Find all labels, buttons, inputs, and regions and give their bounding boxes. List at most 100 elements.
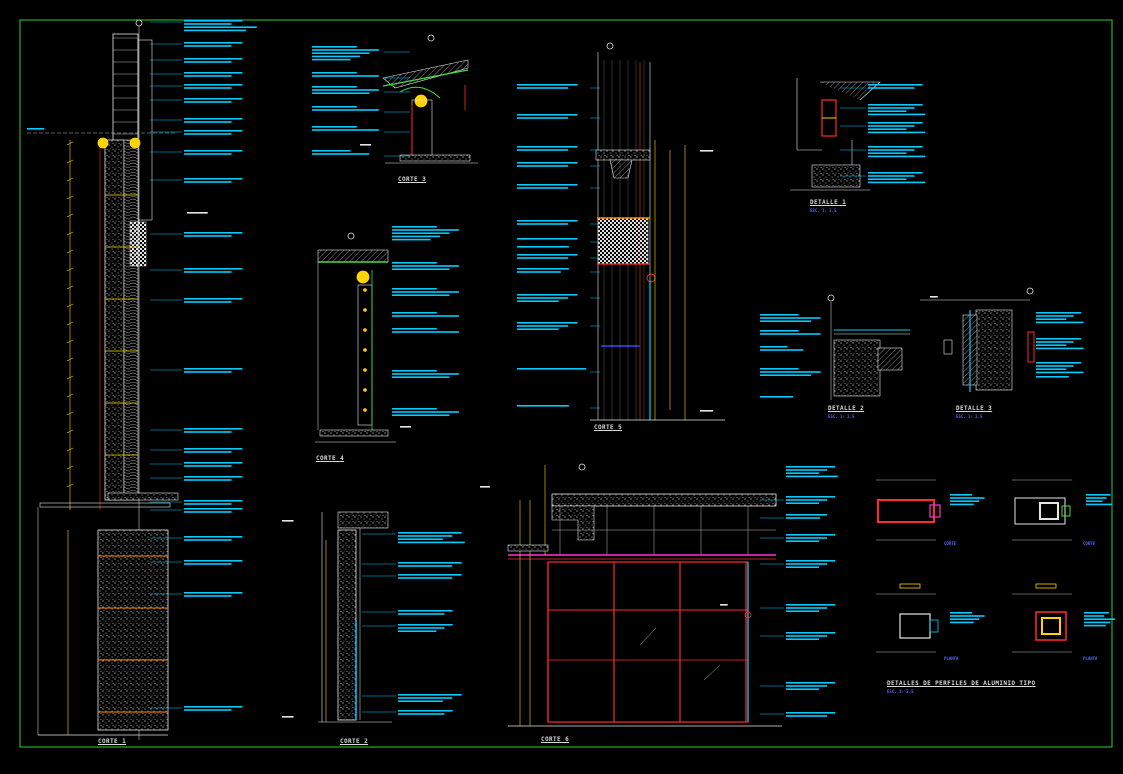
label-planta-b: PLANTA [1083, 656, 1098, 661]
annotation-text-line [398, 627, 445, 629]
annotation-text-line [184, 268, 243, 270]
annotation-text-line [184, 75, 232, 77]
profile-dim-mark [899, 583, 921, 589]
annotation-text-line [1086, 500, 1103, 502]
annotation-text-line [392, 288, 437, 290]
annotation-text-line [184, 709, 232, 711]
anchor-bolt [363, 328, 367, 332]
annotation-text-line [312, 86, 357, 88]
annotation-text-line [184, 536, 243, 538]
annotation-text-line [398, 610, 453, 612]
annotation-text-line [760, 317, 821, 319]
annotation-text-line [184, 301, 232, 303]
dimension-tick [66, 447, 74, 452]
annotation-text-line [760, 374, 812, 376]
annotation-text-line [184, 511, 232, 513]
profile-corte-b [1014, 497, 1066, 525]
dimension-tick [66, 393, 74, 398]
section-bubble [347, 232, 355, 240]
annotation-text-line [184, 181, 232, 183]
annotation-text-line [392, 331, 459, 333]
annotation-text-line [760, 349, 804, 351]
profile-clip [929, 504, 941, 518]
annotation-text-line [950, 497, 985, 499]
annotation-text-line [398, 574, 462, 576]
annotation-text-line [760, 346, 788, 348]
annotation-text-line [187, 212, 208, 214]
annotation-text-line [400, 426, 411, 428]
annotation-text-line [868, 181, 926, 184]
annotation-text-line [517, 146, 578, 148]
annotation-text-line [1084, 624, 1106, 627]
annotation-text-line [786, 475, 838, 478]
annotation-text-line [392, 373, 459, 375]
annotation-text-line [517, 149, 569, 151]
annotation-text-line [517, 184, 578, 186]
corte2-slab [337, 511, 389, 529]
annotation-text-line [392, 411, 459, 413]
roof-flashing [382, 69, 469, 87]
dimension-tick [66, 321, 74, 326]
annotation-text-line [786, 469, 828, 471]
annotation-text-line [184, 298, 243, 300]
annotation-text-line [517, 257, 569, 259]
title-corte-6: CORTE 6 [541, 736, 570, 743]
annotation-text-line [184, 592, 243, 594]
annotation-text-line [398, 694, 462, 696]
annotation-text-line [184, 87, 232, 89]
dimension-tick [66, 285, 74, 290]
anchor-bolt [363, 368, 367, 372]
annotation-text-line [786, 715, 828, 717]
annotation-text-line [392, 268, 450, 270]
annotation-text-line [760, 368, 799, 370]
annotation-text-line [312, 129, 379, 131]
annotation-text-line [398, 700, 443, 702]
annotation-text-line [786, 537, 828, 539]
annotation-text-line [517, 87, 569, 89]
annotation-text-line [184, 20, 243, 22]
annotation-text-line [392, 328, 437, 330]
section-marker [646, 273, 656, 283]
annotation-text-line [868, 152, 907, 154]
detail1-roof [820, 81, 881, 101]
glass-mark [639, 627, 657, 646]
annotation-text-line [786, 540, 819, 542]
level-marker [97, 137, 109, 149]
annotation-text-line [184, 178, 243, 180]
annotation-text-line [950, 618, 980, 620]
annotation-text-line [517, 368, 587, 370]
annotation-text-line [312, 150, 351, 152]
annotation-text-line [517, 328, 559, 330]
annotation-text-line [312, 106, 357, 108]
annotation-text-line [360, 144, 371, 146]
annotation-text-line [868, 131, 926, 134]
annotation-text-line [184, 61, 232, 63]
dimension-tick [66, 177, 74, 182]
annotation-text-line [1036, 315, 1074, 317]
annotation-text-line [786, 496, 836, 498]
profile-dim-mark [1035, 583, 1057, 589]
corte6-slab [551, 493, 777, 507]
annotation-text-line [1086, 497, 1107, 499]
annotation-text-line [868, 175, 915, 177]
annotation-text-line [184, 508, 243, 510]
detail3-column [975, 309, 1013, 391]
corte6-beam [551, 505, 595, 541]
annotation-text-line [184, 58, 243, 60]
annotation-text-line [398, 577, 453, 579]
annotation-text-line [868, 87, 915, 89]
annotation-text-line [868, 110, 907, 112]
annotation-text-line [312, 109, 379, 111]
annotation-text-line [1036, 341, 1074, 343]
annotation-text-line [1086, 494, 1111, 496]
annotation-text-line [786, 517, 821, 519]
annotation-text-line [786, 685, 828, 687]
annotation-text-line [184, 271, 232, 273]
annotation-text-line [720, 604, 728, 606]
annotation-text-line [398, 562, 462, 564]
annotation-text-line [517, 114, 578, 116]
scale-detalle-1: ESC. 1: 2.5 [810, 208, 837, 213]
annotation-text-line [184, 121, 232, 123]
annotation-text-line [786, 682, 836, 684]
